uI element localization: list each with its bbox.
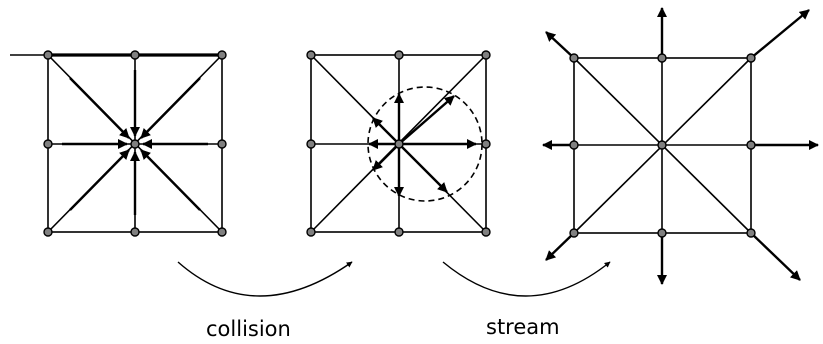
- node: [43, 227, 53, 237]
- arrow-to-se: [398, 143, 448, 193]
- streamed-arrows: [541, 6, 820, 286]
- stream-label: stream: [486, 315, 560, 339]
- lattice-nodes: [306, 50, 491, 237]
- arrow-from-ne: [140, 77, 201, 139]
- node: [746, 228, 756, 238]
- node: [306, 227, 316, 237]
- node: [217, 50, 227, 60]
- transition-collision: collision: [177, 261, 353, 341]
- arrow-stream-sw: [545, 232, 575, 261]
- node: [746, 140, 756, 150]
- node: [43, 50, 53, 60]
- node: [481, 139, 491, 149]
- lattice-nodes: [569, 53, 756, 238]
- arrow-to-nw: [372, 117, 400, 145]
- incoming-arrows: [62, 70, 208, 215]
- node-center: [657, 140, 667, 150]
- node: [130, 227, 140, 237]
- node: [657, 53, 667, 63]
- curved-arrow-collision: [177, 261, 353, 297]
- collision-label: collision: [206, 317, 291, 341]
- node-center: [394, 139, 404, 149]
- node: [306, 50, 316, 60]
- node: [481, 50, 491, 60]
- arrow-from-se: [140, 149, 201, 211]
- arrow-stream-se: [750, 232, 801, 281]
- node: [217, 139, 227, 149]
- arrow-stream-nw: [545, 31, 575, 59]
- arrow-from-nw: [69, 77, 130, 139]
- node-center: [130, 139, 140, 149]
- arrow-to-ne: [398, 95, 455, 145]
- node: [569, 228, 579, 238]
- node: [569, 140, 579, 150]
- arrow-from-sw: [69, 149, 130, 211]
- lattice-panel-post-stream: [541, 6, 820, 286]
- node: [43, 139, 53, 149]
- curved-arrow-stream: [442, 261, 611, 297]
- node: [394, 227, 404, 237]
- node: [394, 50, 404, 60]
- arrow-to-sw: [372, 143, 400, 171]
- node: [217, 227, 227, 237]
- outgoing-arrows: [367, 92, 478, 198]
- node: [569, 53, 579, 63]
- node: [306, 139, 316, 149]
- lattice-panel-pre-collision: [10, 50, 227, 237]
- arrow-stream-ne: [750, 9, 810, 59]
- lattice-nodes: [43, 50, 227, 237]
- node: [481, 227, 491, 237]
- node: [130, 50, 140, 60]
- node: [746, 53, 756, 63]
- node: [657, 228, 667, 238]
- lattice-panel-post-collision: [306, 50, 491, 237]
- transition-stream: stream: [442, 261, 611, 339]
